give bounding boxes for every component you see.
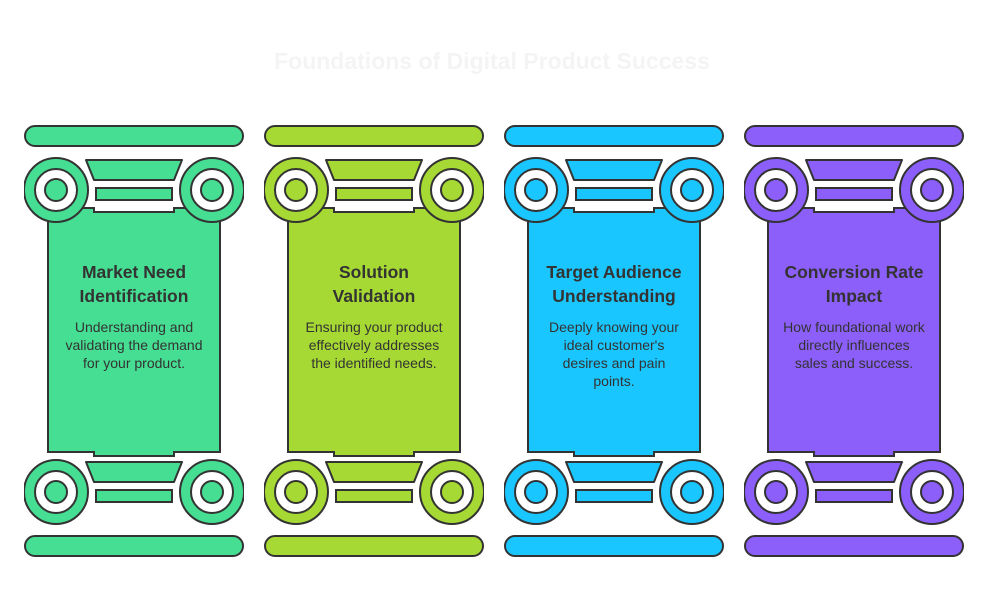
top-cap — [264, 125, 484, 147]
shaft — [527, 207, 701, 457]
shaft — [287, 207, 461, 457]
bottom-cap — [504, 535, 724, 557]
pillar-graphic — [744, 125, 964, 557]
top-cap — [24, 125, 244, 147]
pillar-graphic — [264, 125, 484, 557]
pillar-description: Deeply knowing your ideal customer's des… — [549, 319, 679, 389]
pillar-heading: Market Need Identification — [79, 262, 189, 306]
diagram-title: Foundations of Digital Product Success — [274, 48, 710, 74]
bottom-cap — [744, 535, 964, 557]
bottom-cap — [24, 535, 244, 557]
pillar-description: Ensuring your product effectively addres… — [305, 319, 443, 371]
pillar-heading: Solution Validation — [332, 262, 416, 306]
shaft — [47, 207, 221, 457]
pillar-graphic — [504, 125, 724, 557]
pillar-description: How foundational work directly influence… — [783, 319, 925, 371]
bottom-cap — [264, 535, 484, 557]
pillar-graphic — [24, 125, 244, 557]
top-cap — [504, 125, 724, 147]
top-cap — [744, 125, 964, 147]
pillar-description: Understanding and validating the demand … — [65, 319, 203, 371]
pillar-heading: Conversion Rate Impact — [784, 262, 924, 306]
pillar-heading: Target Audience Understanding — [546, 262, 682, 306]
shaft — [767, 207, 941, 457]
